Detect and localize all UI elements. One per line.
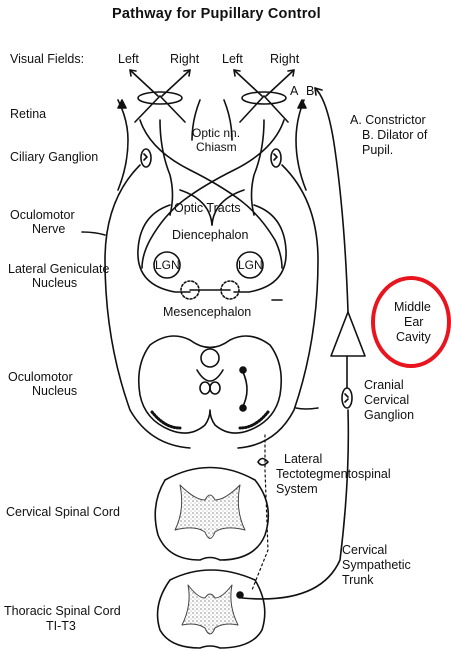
label-diencephalon: Diencephalon xyxy=(172,228,249,242)
left-oculomotor-nerve xyxy=(104,164,191,449)
label-lateral-tecto-1: Lateral xyxy=(284,452,323,466)
legend-b-line1: B. Dilator of xyxy=(362,128,428,142)
label-middle-ear-2: Ear xyxy=(404,315,424,329)
label-cranial-cervical-1: Cranial xyxy=(364,378,404,392)
label-retina: Retina xyxy=(10,107,47,121)
label-ciliary-ganglion: Ciliary Ganglion xyxy=(10,150,99,164)
lgn-right-circle xyxy=(236,251,264,279)
left-retina-inner xyxy=(191,99,201,141)
label-cervical-spinal-cord: Cervical Spinal Cord xyxy=(6,505,120,519)
cerebral-aqueduct xyxy=(200,348,220,368)
lgn-left-circle xyxy=(153,251,181,279)
label-lgn-right: LGN xyxy=(238,258,263,272)
left-uncrossed xyxy=(159,119,174,216)
right-retina-outer xyxy=(295,99,307,191)
crossing-fiber-1 xyxy=(139,119,283,269)
label-optic-tracts: Optic Tracts xyxy=(174,201,241,215)
label-oculomotor-nerve-1: Oculomotor xyxy=(10,208,75,222)
left-eye-lens xyxy=(137,91,183,105)
label-left-1: Left xyxy=(118,52,139,66)
sympathetic-fiber-to-eye xyxy=(314,87,349,313)
label-optic-nn: Optic nn. xyxy=(192,126,241,140)
label-lateral-geniculate-1: Lateral Geniculate xyxy=(8,262,110,276)
descending-dotted-pathway xyxy=(251,434,269,591)
cervical-sympathetic-trunk xyxy=(241,409,350,600)
right-optic-tract-loop xyxy=(233,204,287,293)
label-lateral-geniculate-2: Nucleus xyxy=(32,276,78,290)
right-retina-inner xyxy=(223,99,233,141)
label-oculomotor-nerve-2: Nerve xyxy=(32,222,66,236)
cranial-cervical-ganglion-shape xyxy=(341,387,353,409)
label-cranial-cervical-2: Cervical xyxy=(364,393,410,407)
label-right-1: Right xyxy=(170,52,200,66)
midbrain-section xyxy=(137,335,283,434)
label-cervical-sympathetic-1: Cervical xyxy=(342,543,388,557)
highlight-circle xyxy=(371,276,451,368)
right-uncrossed xyxy=(250,119,265,216)
label-t1-t3: TI-T3 xyxy=(46,619,76,633)
cervical-spinal-cord-section xyxy=(154,466,270,561)
label-lateral-tecto-3: System xyxy=(276,482,318,496)
middle-ear-triangle xyxy=(330,311,366,357)
legend-a: A. Constrictor xyxy=(350,113,426,127)
left-retina-outer xyxy=(117,99,129,191)
label-cervical-sympathetic-3: Trunk xyxy=(342,573,374,587)
label-b: B xyxy=(306,84,315,98)
label-lateral-tecto-2: Tectotegmentospinal xyxy=(276,467,391,481)
label-middle-ear-1: Middle xyxy=(394,300,431,314)
label-left-2: Left xyxy=(222,52,243,66)
left-ciliary-ganglion xyxy=(140,148,152,168)
label-oculomotor-nucleus-2: Nucleus xyxy=(32,384,78,398)
label-a: A xyxy=(290,84,299,98)
label-right-2: Right xyxy=(270,52,300,66)
label-chiasm: Chiasm xyxy=(196,140,237,154)
label-thoracic-spinal-cord: Thoracic Spinal Cord xyxy=(4,604,121,618)
label-visual-fields: Visual Fields: xyxy=(10,52,85,66)
left-optic-tract-loop xyxy=(137,204,191,293)
label-oculomotor-nucleus-1: Oculomotor xyxy=(8,370,73,384)
label-mesencephalon: Mesencephalon xyxy=(163,305,252,319)
right-ciliary-ganglion xyxy=(270,148,282,168)
right-oculomotor-nerve xyxy=(237,164,319,449)
legend-b-line2: Pupil. xyxy=(362,143,394,157)
diagram-title: Pathway for Pupillary Control xyxy=(112,6,321,22)
crossing-fiber-2 xyxy=(141,119,285,269)
right-eye-lens xyxy=(241,91,287,105)
thoracic-spinal-cord-section xyxy=(156,569,266,649)
label-cranial-cervical-3: Ganglion xyxy=(364,408,415,422)
label-lgn-left: LGN xyxy=(155,258,180,272)
label-cervical-sympathetic-2: Sympathetic xyxy=(342,558,411,572)
label-middle-ear-3: Cavity xyxy=(396,330,431,344)
